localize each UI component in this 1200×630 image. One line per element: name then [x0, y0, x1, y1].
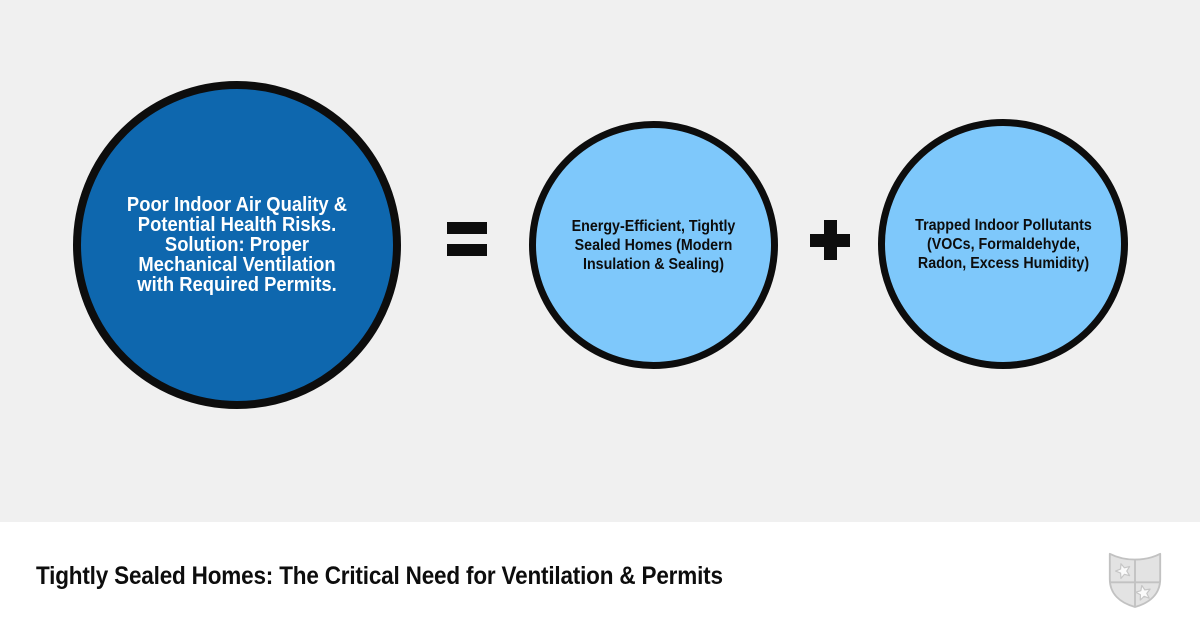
shield-cross-divider	[1110, 559, 1160, 607]
operand1-circle-text: Energy-Efficient, Tightly Sealed Homes (…	[571, 217, 736, 273]
star-bottom-right	[1135, 584, 1151, 601]
operand2-circle-text: Trapped Indoor Pollutants (VOCs, Formald…	[914, 216, 1092, 272]
result-circle-text: Poor Indoor Air Quality & Potential Heal…	[126, 194, 348, 296]
page-title: Tightly Sealed Homes: The Critical Need …	[36, 561, 723, 590]
plus-operator-icon	[810, 220, 850, 260]
plus-vertical-bar	[823, 220, 837, 260]
footer-bar: Tightly Sealed Homes: The Critical Need …	[0, 522, 1200, 630]
shield-with-stars-icon	[1108, 552, 1162, 608]
equals-operator-icon	[447, 222, 487, 256]
equals-top-bar	[447, 222, 487, 234]
operand1-circle: Energy-Efficient, Tightly Sealed Homes (…	[529, 121, 778, 369]
result-circle: Poor Indoor Air Quality & Potential Heal…	[73, 81, 401, 409]
equals-bottom-bar	[447, 244, 487, 256]
diagram-area: Poor Indoor Air Quality & Potential Heal…	[73, 81, 1128, 409]
star-top-left	[1115, 563, 1131, 580]
operand2-circle: Trapped Indoor Pollutants (VOCs, Formald…	[878, 119, 1128, 369]
